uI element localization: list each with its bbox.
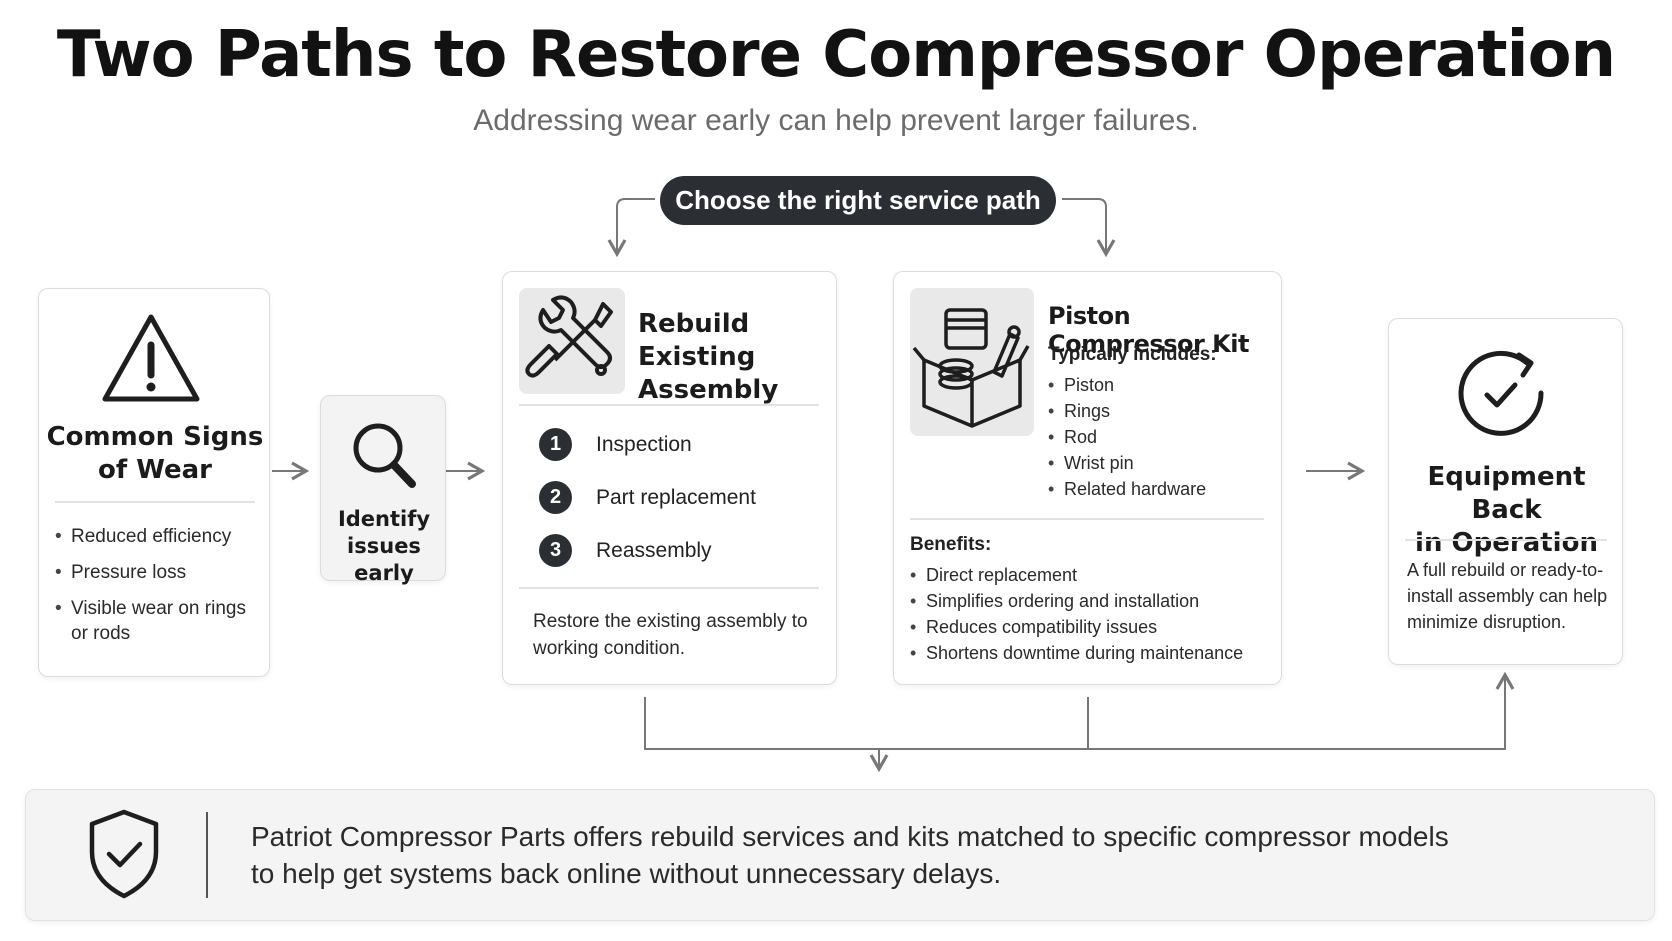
step-item: 1 Inspection (539, 418, 756, 471)
banner-text: Patriot Compressor Parts offers rebuild … (251, 821, 1449, 889)
list-item: Visible wear on rings or rods (55, 596, 255, 646)
back-heading: Equipment Back in Operation (1415, 462, 1598, 558)
list-item: Simplifies ordering and installation (910, 588, 1270, 614)
kit-includes-label: Typically includes: (1048, 344, 1217, 365)
wrench-screwdriver-icon (519, 288, 625, 394)
refresh-check-icon (1457, 347, 1557, 443)
parts-box-icon (910, 288, 1034, 436)
list-item: Wrist pin (1048, 450, 1268, 476)
shield-check-icon (86, 808, 162, 900)
step-number: 1 (539, 428, 572, 461)
info-banner: Patriot Compressor Parts offers rebuild … (25, 789, 1655, 921)
kit-benefits-label: Benefits: (910, 534, 992, 555)
rebuild-footer: Restore the existing assembly to working… (533, 611, 808, 659)
back-text: A full rebuild or ready-to-install assem… (1407, 560, 1608, 632)
step-number: 2 (539, 481, 572, 514)
branch-right-arrow (1062, 198, 1116, 258)
identify-card: Identify issues early (320, 395, 446, 585)
rebuild-card: Rebuild Existing Assembly 1 Inspection 2… (502, 271, 837, 685)
kit-card: Piston Compressor Kit Typically includes… (893, 271, 1282, 685)
wear-card: Common Signs of Wear Reduced efficiency … (38, 288, 270, 677)
step-label: Reassembly (596, 538, 712, 562)
choose-path-pill: Choose the right service path (660, 176, 1056, 225)
magnifier-icon (350, 420, 420, 492)
back-card: Equipment Back in Operation A full rebui… (1388, 318, 1623, 665)
kit-benefits-list: Direct replacement Simplifies ordering a… (910, 562, 1270, 666)
step-number: 3 (539, 534, 572, 567)
list-item: Reduces compatibility issues (910, 614, 1270, 640)
wear-heading: Common Signs of Wear (46, 422, 264, 485)
list-item: Related hardware (1048, 476, 1268, 502)
kit-heading: Piston Compressor Kit (1048, 302, 1249, 358)
kit-includes-list: Piston Rings Rod Wrist pin Related hardw… (1048, 372, 1268, 502)
banner-divider (206, 812, 208, 898)
page-title: Two Paths to Restore Compressor Operatio… (56, 18, 1616, 92)
list-item: Rod (1048, 424, 1268, 450)
step-label: Part replacement (596, 485, 756, 509)
rebuild-heading: Rebuild Existing Assembly (638, 309, 779, 405)
step-item: 3 Reassembly (539, 524, 756, 577)
merge-connector (644, 671, 1515, 750)
list-item: Piston (1048, 372, 1268, 398)
step-label: Inspection (596, 432, 692, 456)
list-item: Shortens downtime during maintenance (910, 640, 1270, 666)
rebuild-steps: 1 Inspection 2 Part replacement 3 Reasse… (539, 418, 756, 577)
list-item: Pressure loss (55, 560, 255, 585)
list-item: Rings (1048, 398, 1268, 424)
wear-list: Reduced efficiency Pressure loss Visible… (55, 524, 255, 646)
list-item: Reduced efficiency (55, 524, 255, 549)
page-subtitle: Addressing wear early can help prevent l… (473, 104, 1199, 137)
identify-label: Identify issues early (337, 507, 431, 585)
warning-icon (99, 311, 203, 407)
step-item: 2 Part replacement (539, 471, 756, 524)
branch-left-arrow (607, 198, 655, 258)
list-item: Direct replacement (910, 562, 1270, 588)
